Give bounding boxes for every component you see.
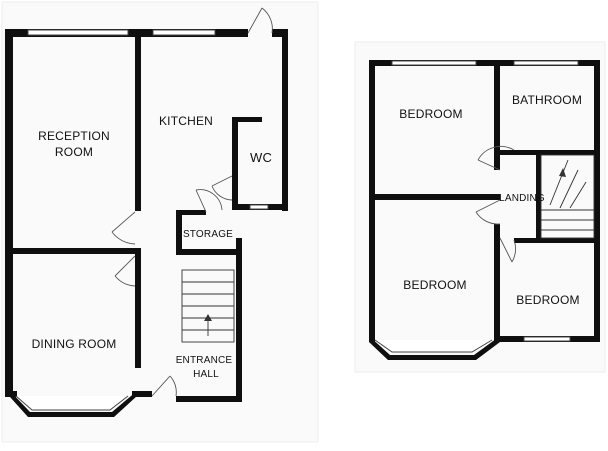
wall [282, 29, 288, 211]
window [513, 60, 579, 66]
wall [5, 29, 13, 397]
wall [135, 248, 141, 368]
wall [369, 60, 375, 342]
door [211, 175, 233, 201]
wall [594, 60, 600, 342]
room-label-hall: ENTRANCE [176, 355, 233, 366]
ground-floor: RECEPTION ROOM KITCHEN WC STORAGE DINING… [5, 7, 288, 417]
wall [236, 238, 242, 402]
first-floor: BEDROOM BATHROOM LANDING BEDROOM BEDROOM [369, 60, 600, 360]
wall [176, 210, 182, 255]
bay-window [369, 336, 500, 360]
window [15, 395, 129, 411]
wall [232, 117, 238, 210]
room-label-dining: DINING ROOM [32, 337, 117, 351]
window [249, 204, 269, 210]
wall [494, 224, 500, 342]
room-label-kitchen: KITCHEN [159, 114, 213, 128]
room-label-bedroom-2: BEDROOM [403, 278, 466, 292]
wall [132, 391, 152, 397]
room-label-bedroom-1: BEDROOM [399, 107, 462, 121]
wall [135, 29, 141, 211]
door [111, 211, 136, 245]
room-label-wc: WC [250, 150, 272, 165]
door [247, 7, 273, 34]
door [475, 199, 501, 225]
window [523, 336, 571, 342]
staircase [540, 154, 595, 239]
room-label-hall-line2: HALL [193, 369, 219, 380]
room-label-reception-line2: ROOM [55, 145, 93, 159]
window [27, 29, 129, 36]
room-label-bathroom: BATHROOM [512, 93, 582, 107]
room-label-bedroom-3: BEDROOM [516, 293, 579, 307]
wall [494, 150, 600, 155]
window [374, 339, 493, 353]
wall [176, 210, 206, 215]
ground-floor-backdrop [1, 1, 319, 443]
wall [494, 60, 500, 170]
room-label-landing: LANDING [499, 193, 545, 204]
room-label-reception: RECEPTION [38, 129, 110, 143]
wall [176, 396, 241, 402]
wall [369, 194, 500, 200]
wall [536, 150, 541, 238]
window [391, 60, 477, 66]
door [499, 237, 516, 263]
door [151, 375, 177, 397]
wall [5, 248, 141, 254]
wall [232, 117, 262, 122]
wall [176, 249, 242, 255]
window [152, 29, 216, 36]
wall [272, 29, 288, 37]
door [195, 189, 223, 213]
first-floor-backdrop [354, 41, 606, 373]
door [477, 146, 515, 171]
wall [369, 60, 600, 66]
wall [514, 238, 600, 243]
door [114, 255, 136, 287]
staircase [181, 269, 235, 343]
room-label-storage: STORAGE [183, 229, 233, 240]
